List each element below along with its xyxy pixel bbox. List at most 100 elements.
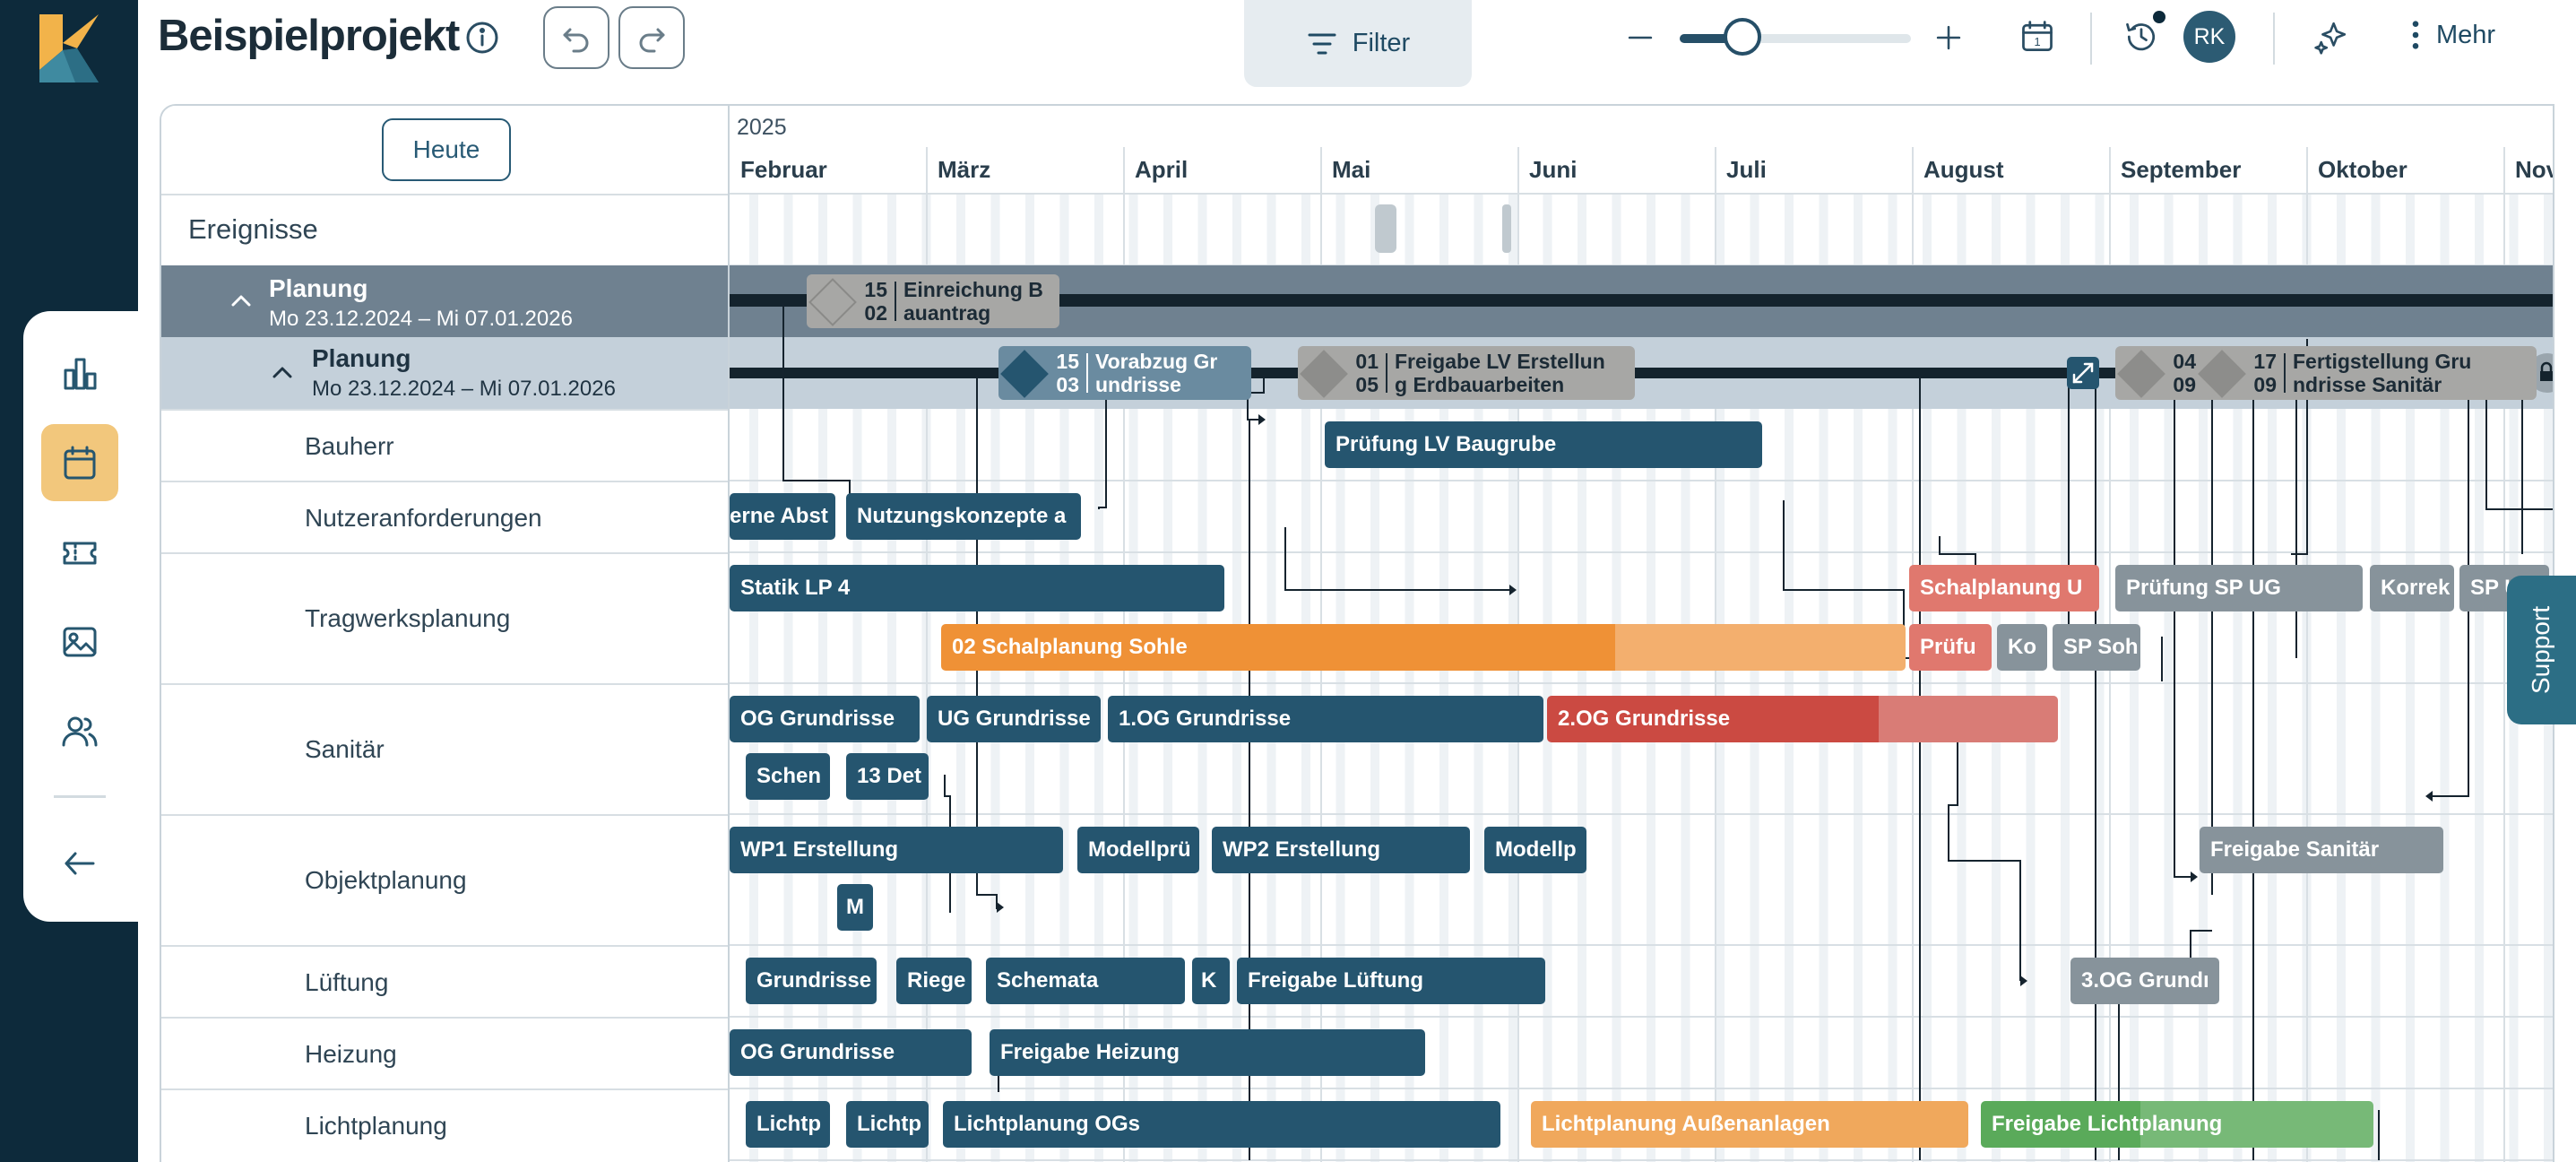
event-marker[interactable]: [1502, 204, 1511, 253]
task-bar[interactable]: Schemata: [986, 958, 1185, 1004]
gantt-chart: Heute Ereignisse Planung Mo 23.12.2024 –…: [160, 104, 2554, 1162]
filter-label: Filter: [1352, 29, 1411, 57]
redo-button[interactable]: [618, 6, 685, 69]
group-planung-header[interactable]: Planung Mo 23.12.2024 – Mi 07.01.2026: [161, 265, 728, 337]
task-bar[interactable]: Lichtplanung Außenanlagen: [1531, 1101, 1968, 1148]
nav-dashboard-icon[interactable]: [41, 334, 118, 412]
month-label: Februar: [740, 156, 827, 183]
task-bar[interactable]: Schen: [746, 753, 830, 800]
task-bar[interactable]: Freigabe Sanitär: [2200, 827, 2443, 873]
task-bar[interactable]: Schalplanung U: [1909, 565, 2099, 611]
filter-button[interactable]: Filter: [1244, 0, 1472, 87]
task-bar[interactable]: Grundrisse: [746, 958, 877, 1004]
task-bar[interactable]: erne Abst: [730, 493, 835, 540]
zoom-out-icon[interactable]: [1622, 20, 1658, 56]
task-bar[interactable]: Korrek: [2370, 565, 2454, 611]
month-label: September: [2121, 156, 2242, 183]
task-bar[interactable]: K: [1192, 958, 1230, 1004]
more-label: Mehr: [2436, 20, 2496, 49]
zoom-knob[interactable]: [1723, 18, 1761, 56]
nav-image-icon[interactable]: [41, 603, 118, 681]
task-bar[interactable]: Lichtp: [746, 1101, 830, 1148]
task-bar[interactable]: 1.OG Grundrisse: [1108, 696, 1543, 742]
support-tab[interactable]: Support: [2507, 576, 2576, 724]
task-bar[interactable]: Freigabe Lüftung: [1237, 958, 1545, 1004]
task-bar[interactable]: Ko: [1997, 624, 2047, 671]
task-bar[interactable]: Prüfu: [1909, 624, 1992, 671]
task-bar-label: 02 Schalplanung Sohle: [952, 635, 1188, 659]
task-bar[interactable]: Statik LP 4: [730, 565, 1224, 611]
row-header: Nutzeranforderungen: [161, 481, 728, 552]
task-bar-label: Freigabe Lichtplanung: [1992, 1112, 2223, 1136]
info-icon[interactable]: [464, 20, 500, 56]
month-label: März: [938, 156, 991, 183]
task-bar[interactable]: UG Grundrisse: [927, 696, 1101, 742]
zoom-in-icon[interactable]: [1931, 20, 1967, 56]
ai-sparkle-icon[interactable]: [2311, 16, 2352, 57]
month-label: Juni: [1529, 156, 1578, 183]
milestone-diamond-icon: [1300, 350, 1348, 398]
task-bar[interactable]: 3.OG Grundı: [2070, 958, 2219, 1004]
zoom-slider[interactable]: [1680, 18, 1911, 56]
row-label: Tragwerksplanung: [305, 604, 511, 632]
task-bar[interactable]: M: [837, 884, 873, 931]
task-bar[interactable]: WP2 Erstellung: [1212, 827, 1470, 873]
row-header: Heizung: [161, 1017, 728, 1088]
left-navigation: [0, 0, 138, 1162]
milestone-diamond-icon: [2198, 350, 2246, 398]
top-toolbar: Beispielprojekt Filter 1: [138, 0, 2576, 97]
nav-ticket-icon[interactable]: [41, 514, 118, 591]
task-bar[interactable]: WP1 Erstellung: [730, 827, 1063, 873]
month-label: April: [1135, 156, 1189, 183]
task-bar[interactable]: 02 Schalplanung Sohle: [941, 624, 1906, 671]
task-bar[interactable]: Prüfung SP UG: [2115, 565, 2363, 611]
timeline-area: 2025 Februar März April Mai Juni Juli Au…: [730, 106, 2553, 1162]
today-button[interactable]: Heute: [382, 118, 511, 181]
task-bar[interactable]: SP Soh: [2053, 624, 2140, 671]
subgroup-planung-header[interactable]: Planung Mo 23.12.2024 – Mi 07.01.2026: [161, 337, 728, 409]
task-bar[interactable]: Lichtp: [846, 1101, 929, 1148]
group-title: Planung: [269, 274, 368, 302]
more-button[interactable]: Mehr: [2411, 20, 2495, 50]
history-icon[interactable]: [2121, 11, 2165, 57]
nav-calendar-icon[interactable]: [41, 424, 118, 501]
task-bar[interactable]: Freigabe Heizung: [990, 1029, 1425, 1076]
task-bar[interactable]: Modellprü: [1077, 827, 1199, 873]
collapse-chevron-icon[interactable]: [231, 294, 251, 307]
user-avatar[interactable]: RK: [2183, 11, 2235, 63]
collapse-chevron-icon[interactable]: [272, 366, 292, 378]
task-bar[interactable]: Freigabe Lichtplanung: [1981, 1101, 2373, 1148]
task-bar-label: 2.OG Grundrisse: [1558, 707, 1731, 731]
nav-users-icon[interactable]: [41, 693, 118, 770]
app-logo[interactable]: [39, 14, 99, 82]
page-title: Beispielprojekt: [158, 12, 460, 60]
task-bar[interactable]: Modellp: [1484, 827, 1586, 873]
group-dates: Mo 23.12.2024 – Mi 07.01.2026: [269, 307, 573, 331]
task-bar[interactable]: Nutzungskonzepte a: [846, 493, 1081, 540]
task-bar[interactable]: OG Grundrisse: [730, 1029, 972, 1076]
task-bar[interactable]: 13 Det: [846, 753, 929, 800]
task-bar[interactable]: OG Grundrisse: [730, 696, 920, 742]
calendar-today-icon[interactable]: 1: [2017, 16, 2058, 57]
task-bar[interactable]: Riege: [896, 958, 972, 1004]
month-label: August: [1923, 156, 2004, 183]
toolbar-divider: [2090, 13, 2092, 65]
nav-back-arrow-icon[interactable]: [41, 825, 118, 902]
milestone-diamond-icon: [1000, 350, 1049, 398]
event-marker[interactable]: [1375, 204, 1396, 253]
progress-remaining: [2140, 1101, 2373, 1148]
undo-button[interactable]: [543, 6, 609, 69]
task-bar[interactable]: Lichtplanung OGs: [943, 1101, 1500, 1148]
task-bar[interactable]: Prüfung LV Baugrube: [1325, 421, 1762, 468]
task-bar[interactable]: 2.OG Grundrisse: [1547, 696, 2058, 742]
